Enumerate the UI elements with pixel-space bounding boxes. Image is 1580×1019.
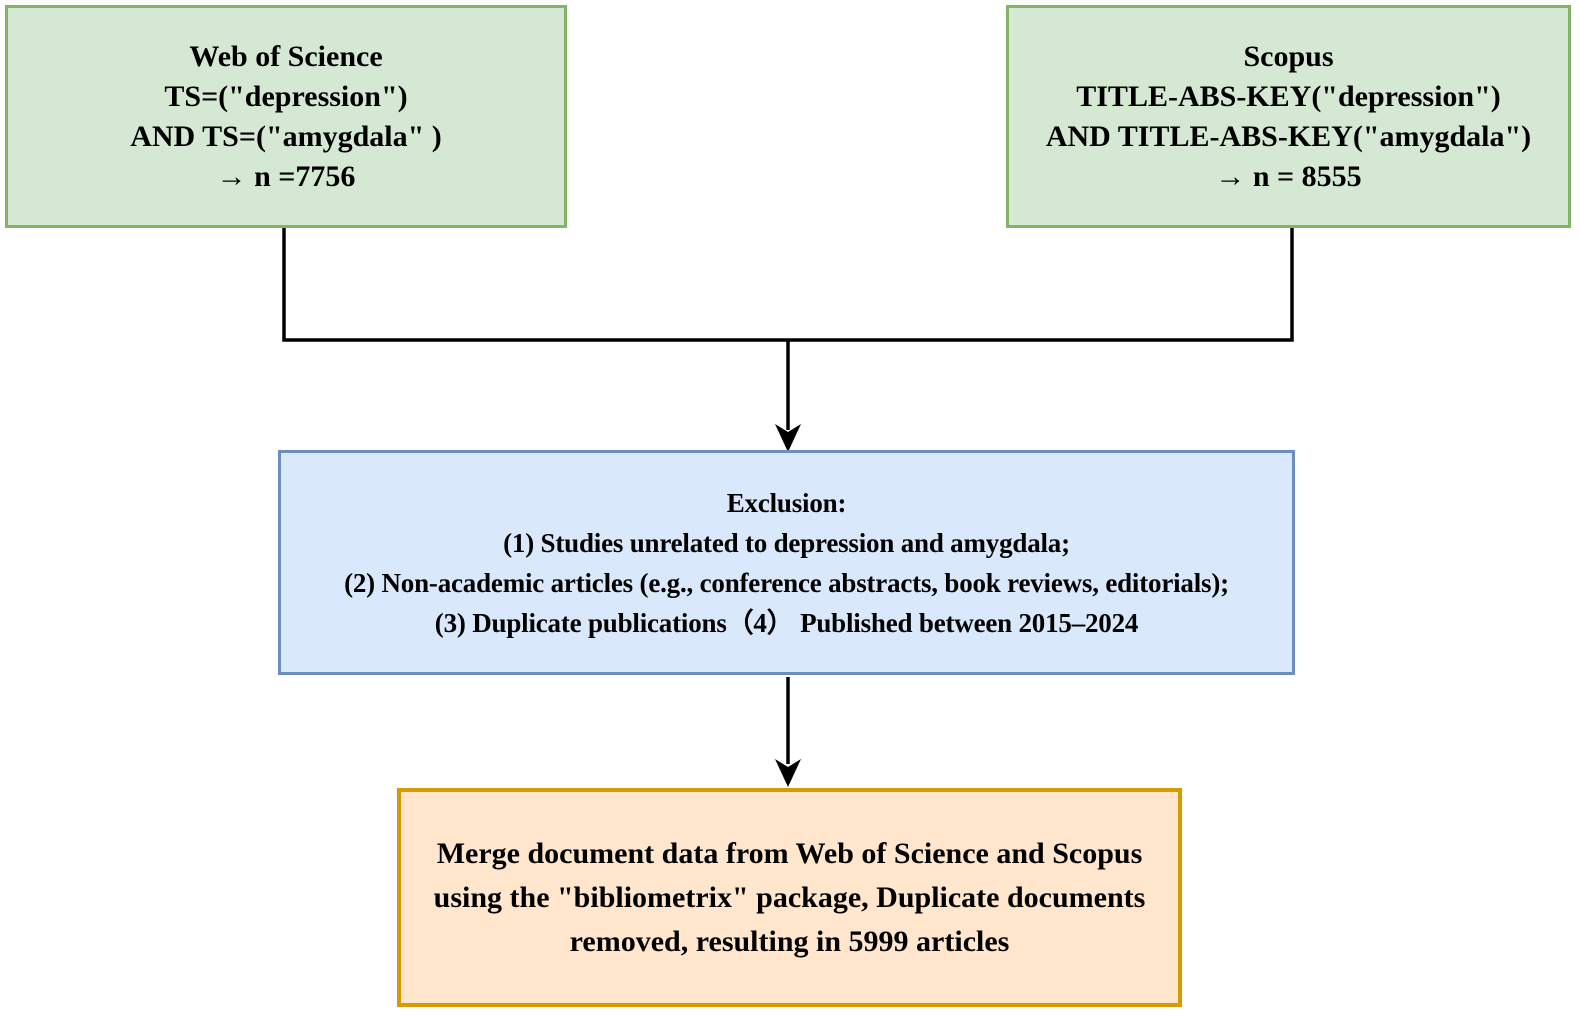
box-merge: Merge document data from Web of Science … (397, 788, 1182, 1007)
arrow-to-merge-head-icon (775, 759, 801, 787)
merge-line-1: Merge document data from Web of Science … (436, 836, 1143, 870)
exclusion-criterion-3-4: (3) Duplicate publications（4） Published … (434, 607, 1139, 638)
wos-title: Web of Science (189, 39, 383, 73)
merge-line-2: using the "bibliometrix" package, Duplic… (433, 880, 1146, 914)
arrow-to-exclusion-head-icon (775, 424, 801, 452)
merge-line-3: removed, resulting in 5999 articles (569, 924, 1010, 958)
box-scopus: Scopus TITLE-ABS-KEY("depression") AND T… (1006, 5, 1571, 228)
exclusion-criterion-2: (2) Non-academic articles (e.g., confere… (344, 567, 1229, 598)
wos-result-count: → n =7756 (216, 159, 356, 193)
box-exclusion: Exclusion: (1) Studies unrelated to depr… (278, 450, 1295, 675)
scopus-title: Scopus (1243, 39, 1334, 73)
merge-connector-line (282, 227, 1294, 342)
wos-query-line-2: AND TS=("amygdala" ) (130, 119, 442, 153)
scopus-query-line-1: TITLE-ABS-KEY("depression") (1076, 79, 1501, 113)
exclusion-title: Exclusion: (726, 487, 847, 518)
box-web-of-science: Web of Science TS=("depression") AND TS=… (5, 5, 567, 228)
exclusion-criterion-1: (1) Studies unrelated to depression and … (503, 527, 1070, 558)
wos-query-line-1: TS=("depression") (164, 79, 408, 113)
scopus-query-line-2: AND TITLE-ABS-KEY("amygdala") (1045, 119, 1532, 153)
scopus-result-count: → n = 8555 (1215, 159, 1362, 193)
